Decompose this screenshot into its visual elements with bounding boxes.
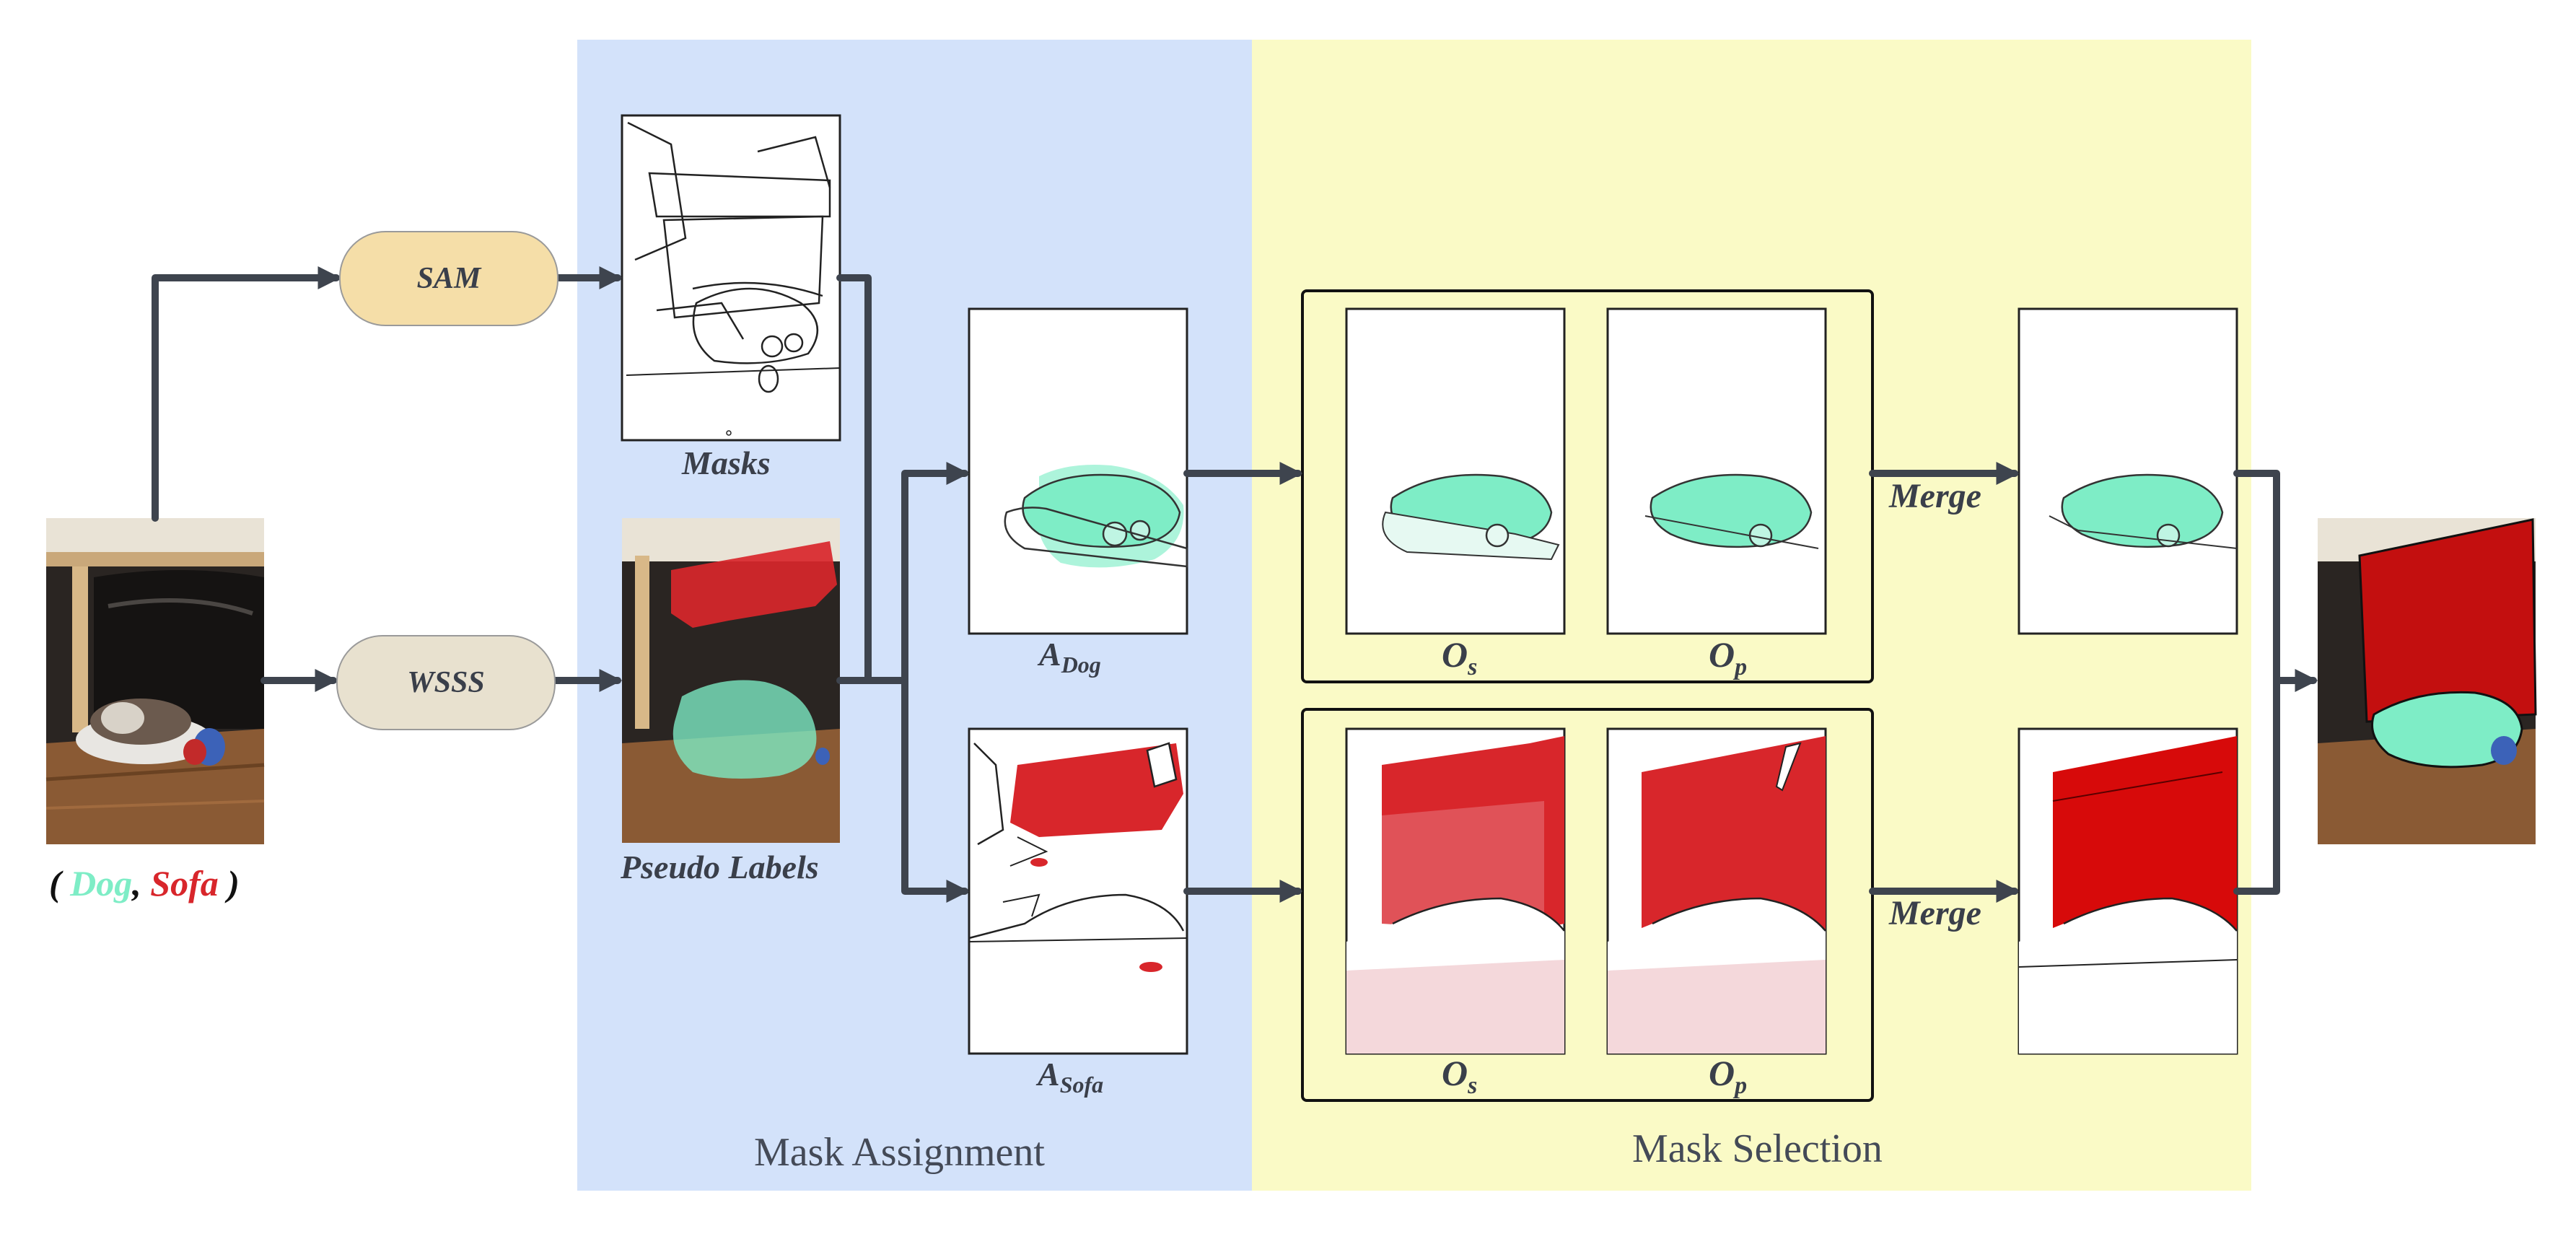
input-image [45,518,265,844]
a-sofa-main: A [1038,1056,1060,1093]
class-sofa: Sofa [150,863,219,903]
os-dog-image [1345,307,1566,635]
sam-masks-image [621,114,841,442]
os-sofa-image [1345,727,1566,1055]
op-sofa-main: O [1709,1053,1735,1093]
merge-dog-label: Merge [1889,477,1981,515]
sam-label: SAM [416,262,481,295]
op-dog-sub: p [1735,654,1748,680]
output-image [2318,518,2537,844]
os-sofa-caption: Os [1442,1052,1477,1100]
op-dog-main: O [1709,634,1735,675]
merged-dog-image [2018,307,2238,635]
a-dog-main: A [1039,636,1061,673]
merge-sofa-label: Merge [1889,894,1981,932]
op-dog-caption: Op [1709,634,1747,681]
a-sofa-caption: ASofa [1038,1055,1103,1098]
a-dog-image [968,307,1188,635]
op-sofa-image [1606,727,1827,1055]
merged-sofa-image [2018,727,2238,1055]
mask-assignment-title: Mask Assignment [754,1130,1045,1175]
a-sofa-image [968,727,1188,1055]
wsss-module: WSSS [336,635,556,730]
class-dog: Dog [70,863,133,903]
a-dog-sub: Dog [1061,652,1101,678]
pseudo-labels-caption: Pseudo Labels [621,849,819,885]
dog-selection-box [1301,289,1874,683]
pseudo-labels-image [622,518,840,843]
a-dog-caption: ADog [1039,635,1101,678]
class-close-paren: ) [227,863,240,903]
class-open-paren: ( [49,863,61,903]
mask-selection-title: Mask Selection [1632,1126,1883,1171]
arrows [152,266,2318,903]
class-comma: , [132,863,141,903]
op-sofa-caption: Op [1709,1052,1747,1100]
op-dog-image [1606,307,1827,635]
os-dog-main: O [1442,634,1468,675]
os-sofa-sub: s [1468,1072,1478,1099]
sofa-selection-box [1301,708,1874,1102]
masks-caption: Masks [682,445,771,481]
os-dog-sub: s [1468,654,1478,680]
class-label: ( Dog, Sofa ) [49,862,240,904]
op-sofa-sub: p [1735,1072,1748,1099]
os-sofa-main: O [1442,1053,1468,1093]
wsss-label: WSSS [407,666,485,699]
os-dog-caption: Os [1442,634,1477,681]
sam-module: SAM [339,231,558,326]
a-sofa-sub: Sofa [1059,1072,1104,1098]
